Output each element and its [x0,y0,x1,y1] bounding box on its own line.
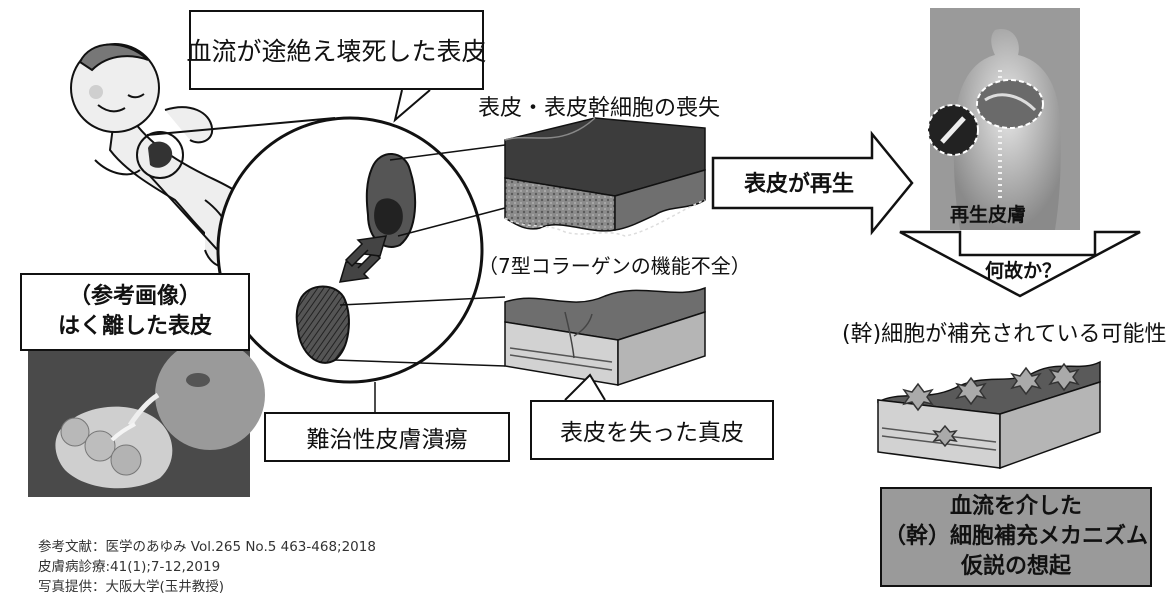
transition-double-arrow [338,235,388,283]
question-down-arrow [899,230,1141,298]
wound-spot [148,141,173,168]
stem-cell-block [877,360,1101,470]
necrotic-epidermis-blob [365,153,417,248]
intractable-ulcer-text: 難治性皮膚潰瘍 [306,427,468,453]
epidermis-stem-loss-label: 表皮・表皮幹細胞の喪失 [478,96,721,121]
collagen-vii-label: （7型コラーゲンの機能不全） [478,254,751,278]
dermis-block [504,286,706,387]
conclusion-line2: （幹）細胞補充メカニズム [883,524,1148,549]
conclusion-line3: 仮説の想起 [960,554,1071,579]
reference-image-title-line2: はく離した表皮 [57,314,212,339]
question-label: 何故か？ [985,260,1062,282]
intractable-ulcer-box: 難治性皮膚潰瘍 [264,412,510,462]
stem-cell-hypothesis: (幹)細胞が補充されている可能性 [842,322,1167,347]
conclusion-box: 血流を介した （幹）細胞補充メカニズム 仮説の想起 [880,487,1152,587]
callout-pointers [334,144,506,367]
wound-highlight-circle [136,131,184,179]
regeneration-arrow [711,130,914,236]
zoom-circle [216,116,484,384]
ischemic-necrosis-text: 血流が途絶え壊死した表皮 [186,37,487,66]
reference-line-2: 皮膚病診療:41(1);7-12,2019 [38,559,221,575]
dermis-without-epidermis-text: 表皮を失った真皮 [560,420,744,446]
reference-image-title-line1: （参考画像） [68,284,201,309]
dermis-without-epidermis-callout: 表皮を失った真皮 [530,400,774,460]
reference-line-1: 参考文献：医学のあゆみ Vol.265 No.5 463-468;2018 [38,539,376,555]
regeneration-arrow-label: 表皮が再生 [744,172,855,197]
epidermis-block [504,117,706,237]
conclusion-line1: 血流を介した [949,494,1082,519]
ulcer-blob [295,285,350,364]
reference-line-3: 写真提供：大阪大学(玉井教授) [38,579,225,595]
regenerated-skin-photo [927,8,1080,230]
dermis-callout-tail [564,373,606,401]
reference-image-title: （参考画像） はく離した表皮 [20,273,250,351]
detached-epidermis-photo [28,340,265,497]
necrosis-callout-tail [393,89,431,123]
regenerated-skin-label: 再生皮膚 [950,204,1027,226]
ischemic-necrosis-callout: 血流が途絶え壊死した表皮 [186,10,487,90]
